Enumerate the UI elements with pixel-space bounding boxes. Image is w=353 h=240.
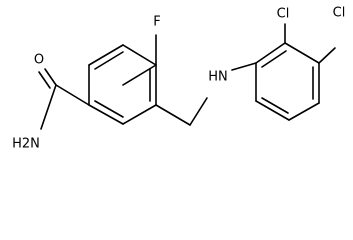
bond [255, 100, 290, 121]
bond [231, 62, 257, 71]
bond [288, 102, 320, 121]
bond-carbonyl-double [38, 71, 51, 89]
bond-carbonyl [44, 68, 57, 86]
atom-label-chlorine-right: Cl [333, 6, 346, 21]
bond [155, 104, 191, 126]
atom-label-fluorine: F [153, 15, 160, 30]
bond-to-amide-n [40, 84, 57, 130]
bond [284, 42, 320, 64]
bond-group-linker [155, 62, 257, 126]
bond-group-benzamide-ring [88, 44, 157, 125]
bond-to-chlorine-right [318, 47, 336, 64]
bond-group-dichlorophenyl-ring [255, 42, 320, 121]
double-bond-inner [261, 97, 289, 114]
bond [55, 84, 90, 106]
bond [122, 104, 157, 125]
double-bond-inner [261, 50, 287, 68]
bond [255, 42, 286, 64]
bond-group-amide [38, 68, 90, 130]
bond [189, 97, 208, 126]
atom-label-amide-nh2: H2N [12, 137, 40, 152]
atom-label-amine-nh: HN [208, 70, 228, 85]
bond [88, 44, 124, 66]
double-bond-inner [94, 51, 124, 70]
bond [122, 64, 157, 86]
bond [88, 104, 124, 125]
atom-label-chlorine-left: Cl [277, 7, 290, 22]
double-bond-inner [94, 100, 124, 118]
bond [122, 44, 157, 66]
atom-label-amide-oxygen: O [34, 53, 44, 68]
molecule-structure-diagram: F HN Cl Cl O H2N [12, 6, 346, 152]
